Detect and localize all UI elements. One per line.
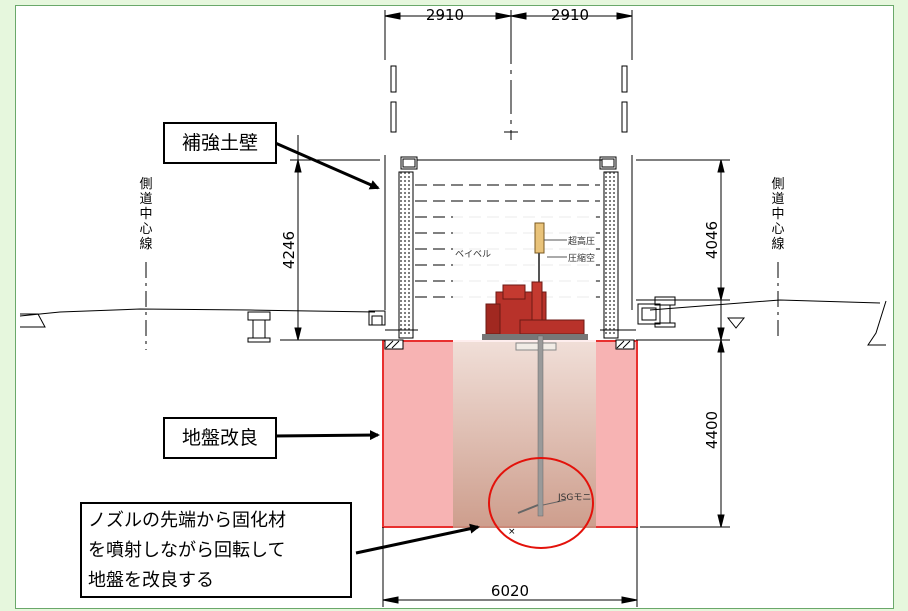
gutter-left-wall	[368, 310, 386, 326]
side-road-right-char: 道	[771, 192, 784, 207]
gutter-right	[654, 296, 676, 328]
ground-level-mark	[726, 317, 746, 329]
dim-bottom	[382, 527, 638, 607]
gutter-right-wall	[637, 303, 661, 325]
side-road-left-char: 心	[139, 222, 152, 237]
gutter-left	[247, 311, 271, 343]
callout-reinforced-wall: 補強土壁	[163, 122, 277, 164]
jet-grout-equipment: ×	[453, 212, 596, 537]
ground-line-left	[19, 308, 376, 317]
side-road-right-char: 線	[771, 236, 784, 252]
callout-nozzle-note: ノズルの先端から固化材 を噴射しながら回転して 地盤を改良する	[80, 502, 352, 598]
dim-text-width: 6020	[491, 582, 529, 600]
svg-text:×: ×	[508, 527, 516, 537]
ground-line-right	[649, 299, 881, 311]
arrow-nozzle	[355, 523, 480, 555]
wall-base-left	[384, 339, 404, 350]
arrow-ground-improvement	[272, 430, 380, 441]
reinforced-wall-left	[384, 65, 418, 339]
dim-left-height	[280, 135, 385, 341]
wall-base-right	[615, 339, 635, 350]
dim-text-right-half: 2910	[551, 6, 589, 24]
arrow-reinforced-wall	[272, 140, 380, 190]
side-road-left-char: 中	[139, 207, 152, 222]
side-road-left-char: 道	[139, 192, 152, 207]
label-compressed-air: 圧縮空	[568, 252, 595, 264]
side-road-label-right: 側 道 中 心 線	[771, 177, 784, 252]
nozzle-highlight-circle	[488, 457, 594, 549]
side-road-right-char: 側	[771, 177, 784, 192]
gutter-left-edge	[20, 313, 46, 328]
grout-rod	[537, 335, 544, 517]
reinforced-wall-right	[599, 65, 636, 339]
label-jsg-monitor: JSGモニ	[557, 493, 591, 503]
dim-text-wall-right: 4046	[703, 221, 721, 259]
gutter-right-edge	[867, 300, 887, 346]
dim-right-depth	[640, 339, 730, 528]
dim-text-wall-left: 4246	[280, 231, 298, 269]
side-road-left-char: 側	[139, 177, 152, 192]
side-road-left-char: 線	[139, 236, 152, 252]
label-ultra-high-pressure: 超高圧	[568, 235, 595, 247]
dim-right-height	[636, 159, 730, 341]
label-swivel: ベイベル	[455, 250, 491, 260]
dim-text-left-half: 2910	[426, 6, 464, 24]
dim-top	[384, 10, 633, 60]
side-road-right-char: 中	[771, 207, 784, 222]
side-road-label-left: 側 道 中 心 線	[139, 177, 152, 252]
side-road-right-char: 心	[771, 222, 784, 237]
dim-text-depth: 4400	[703, 411, 721, 449]
callout-ground-improvement: 地盤改良	[163, 417, 277, 459]
